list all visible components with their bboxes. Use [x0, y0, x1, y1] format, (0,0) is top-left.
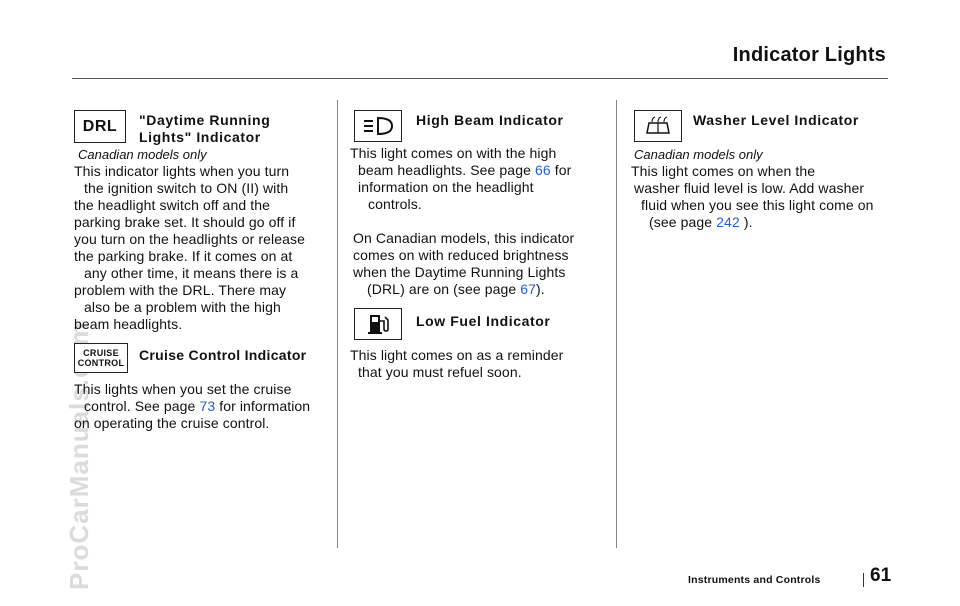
washer-line2: washer fluid level is low. Add washer [634, 180, 865, 196]
canadian-note-line4-tail: ). [536, 281, 545, 297]
drl-description-line: you turn on the headlights or release [74, 231, 305, 247]
cruise-control-icon: CRUISE CONTROL [74, 343, 128, 373]
drl-heading: "Daytime Running Lights" Indicator [139, 112, 270, 146]
cruise-icon-line2: CONTROL [77, 358, 125, 368]
cruise-description: This lights when you set the cruise cont… [74, 381, 336, 432]
washer-line4-tail: ). [739, 214, 753, 230]
page-link-73[interactable]: 73 [199, 398, 216, 414]
washer-heading: Washer Level Indicator [693, 112, 859, 128]
high-beam-line2: beam headlights. See page 66 for [350, 162, 612, 179]
washer-line4-text: (see page [649, 214, 717, 230]
fuel-pump-icon [354, 308, 402, 340]
column-divider-1 [337, 100, 338, 548]
header-rule [72, 78, 888, 79]
canadian-note-line2: comes on with reduced brightness [353, 247, 569, 263]
canadian-note-line1: On Canadian models, this indicator [353, 230, 575, 246]
washer-description: This light comes on when the washer flui… [631, 163, 893, 231]
low-fuel-heading: Low Fuel Indicator [416, 313, 551, 329]
high-beam-line3: information on the headlight [358, 179, 534, 195]
drl-description-line: problem with the DRL. There may [74, 282, 287, 298]
high-beam-line2-text: beam headlights. See page [358, 162, 535, 178]
high-beam-line1: This light comes on with the high [350, 145, 557, 161]
washer-line1: This light comes on when the [631, 163, 816, 179]
page-number: 61 [870, 565, 892, 586]
low-fuel-line1: This light comes on as a reminder [350, 347, 564, 363]
washer-note: Canadian models only [634, 147, 763, 162]
drl-icon-label: DRL [82, 117, 118, 135]
canadian-note-line4: (DRL) are on (see page 67). [353, 281, 615, 298]
drl-description-line: the ignition switch to ON (II) with [84, 180, 289, 196]
high-beam-canadian-note: On Canadian models, this indicator comes… [353, 230, 615, 298]
drl-description-line: also be a problem with the high [84, 299, 281, 315]
cruise-line2: control. See page 73 for information [74, 398, 336, 415]
drl-description-line: This indicator lights when you turn [74, 163, 290, 179]
drl-description-line: parking brake set. It should go off if [74, 214, 296, 230]
cruise-heading: Cruise Control Indicator [139, 347, 307, 363]
washer-icon [634, 110, 682, 142]
page-link-242[interactable]: 242 [716, 214, 740, 230]
low-fuel-description: This light comes on as a reminder that y… [350, 347, 612, 381]
high-beam-heading: High Beam Indicator [416, 112, 564, 128]
drl-description-line: the parking brake. If it comes on at [74, 248, 293, 264]
cruise-icon-line1: CRUISE [83, 348, 119, 358]
drl-description-line: beam headlights. [74, 316, 183, 332]
page-title: Indicator Lights [732, 44, 886, 66]
cruise-line1: This lights when you set the cruise [74, 381, 292, 397]
drl-description-line: any other time, it means there is a [84, 265, 299, 281]
footer-bar [863, 573, 864, 587]
footer-section-title: Instruments and Controls [688, 574, 821, 586]
drl-icon: DRL [74, 110, 126, 143]
cruise-line3: on operating the cruise control. [74, 415, 270, 431]
high-beam-description: This light comes on with the high beam h… [350, 145, 612, 213]
cruise-line2-text: control. See page [84, 398, 200, 414]
canadian-note-line3: when the Daytime Running Lights [353, 264, 566, 280]
page-link-66[interactable]: 66 [534, 162, 551, 178]
high-beam-line4: controls. [368, 196, 422, 212]
drl-note: Canadian models only [78, 147, 207, 162]
column-divider-2 [616, 100, 617, 548]
drl-description-line: the headlight switch off and the [74, 197, 270, 213]
canadian-note-line4-text: (DRL) are on (see page [367, 281, 521, 297]
drl-heading-line1: "Daytime Running [139, 112, 271, 128]
high-beam-icon [354, 110, 402, 142]
page-link-67[interactable]: 67 [520, 281, 537, 297]
washer-line3: fluid when you see this light come on [641, 197, 874, 213]
cruise-line2-tail: for information [215, 398, 311, 414]
washer-line4: (see page 242 ). [631, 214, 893, 231]
drl-heading-line2: Lights" Indicator [139, 129, 261, 145]
low-fuel-line2: that you must refuel soon. [358, 364, 522, 380]
high-beam-line2-tail: for [550, 162, 572, 178]
